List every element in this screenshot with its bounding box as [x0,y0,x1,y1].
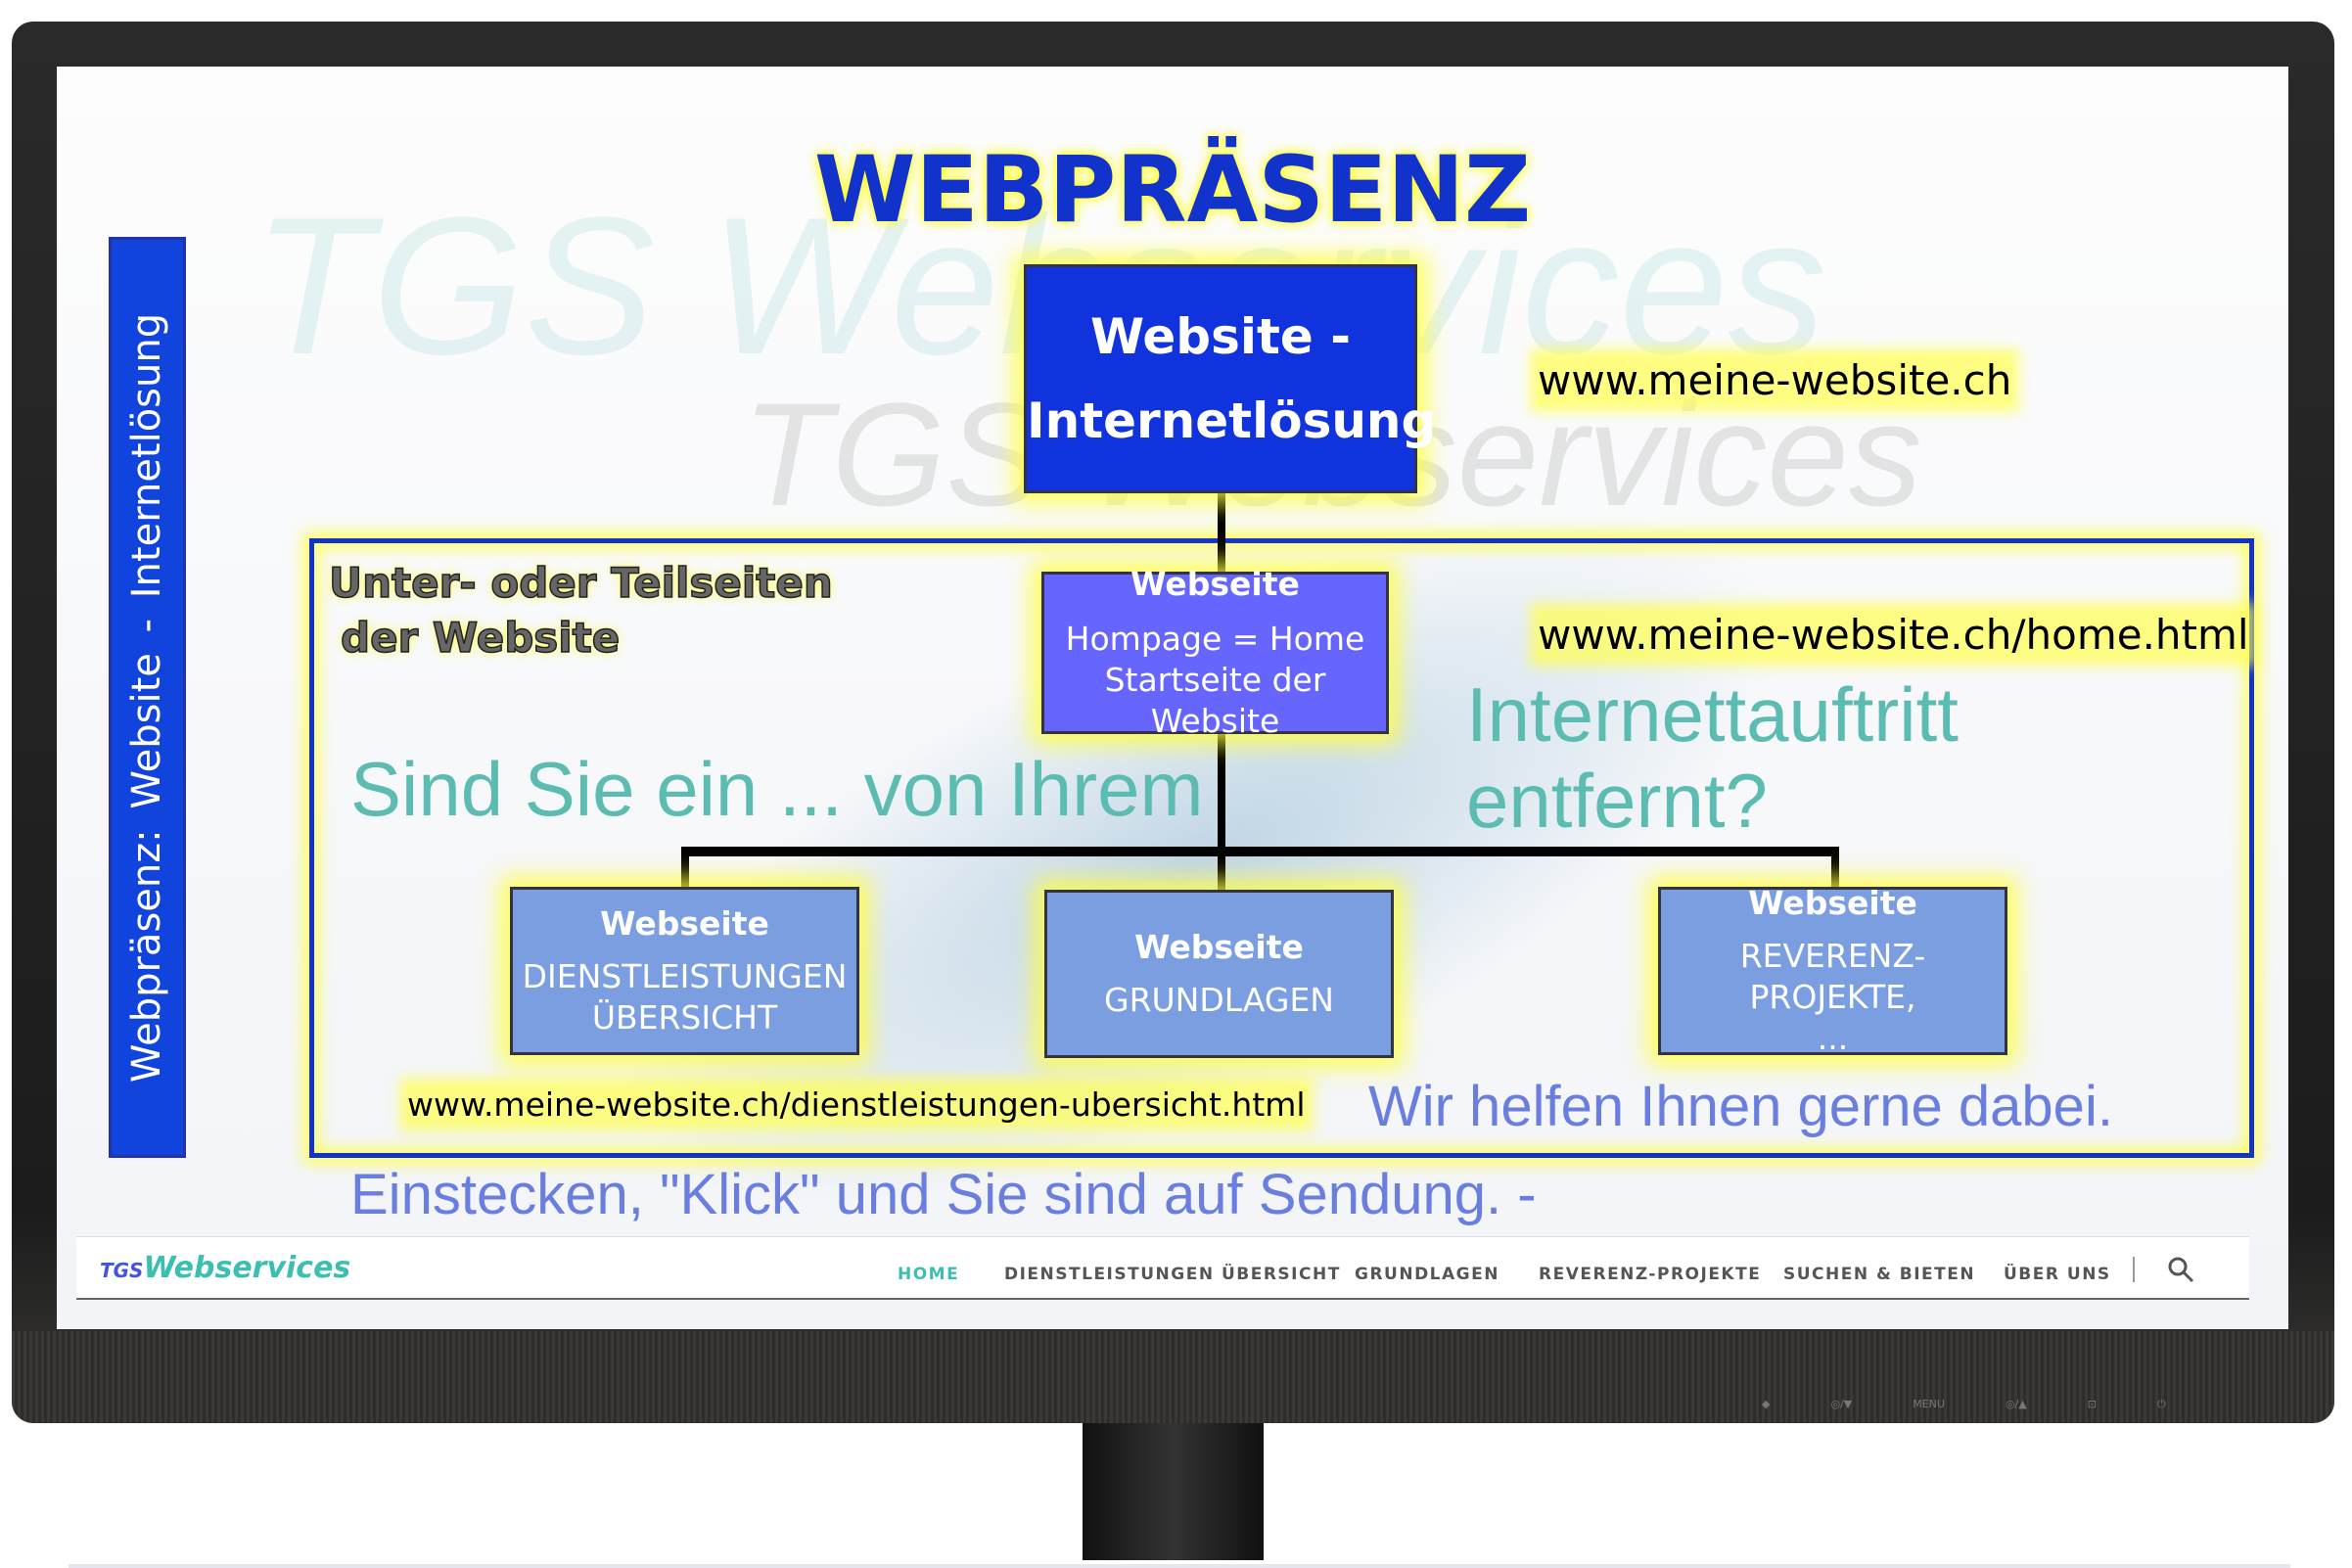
box-text: ÜBERSICHT [591,998,778,1037]
box-title: Webseite [1130,565,1300,603]
home-page-box[interactable]: Webseite Hompage = Home Startseite der W… [1041,565,1389,740]
monitor-button[interactable]: ◎/▼ [1830,1398,1853,1410]
url-label: www.meine-website.ch/dienstleistungen-ub… [407,1085,1306,1124]
website-box[interactable]: Website - Internetlösung [1024,264,1437,493]
monitor-button[interactable]: ◎/▲ [2005,1398,2027,1410]
box-text: DIENSTLEISTUNGEN [522,957,848,995]
site-logo[interactable]: TGSWebservices [100,1251,350,1285]
background-text: Sind Sie ein ... von Ihrem [350,746,1204,832]
screen: TGS Webservices TGS Webservices WEBPRÄSE… [57,67,2288,1329]
subpage-box-grundlagen[interactable]: Webseite GRUNDLAGEN [1044,890,1394,1058]
box-title: Webseite [1134,928,1304,966]
monitor-button[interactable]: ◆ [1762,1398,1771,1410]
background-text: Wir helfen Ihnen gerne dabei. [1368,1075,2113,1138]
frame-label-line: der Website [340,613,621,663]
box-text: ... [1817,1019,1849,1057]
background-text: Einstecken, "Klick" und Sie sind auf Sen… [350,1163,1537,1226]
vertical-label: Webpräsenz: Website - Internetlösung [109,237,186,1158]
nav-suchen[interactable]: SUCHEN & BIETEN [1783,1265,1976,1284]
nav-ueber-uns[interactable]: ÜBER UNS [2004,1265,2111,1284]
monitor-stand [1083,1423,1264,1560]
logo-text: Webservices [143,1251,351,1285]
box-text: REVERENZ-PROJEKTE, [1739,937,1926,1016]
monitor-chin [12,1331,2334,1423]
nav-grundlagen[interactable]: GRUNDLAGEN [1355,1265,1499,1284]
nav-home[interactable]: HOME [898,1265,960,1284]
box-text: Internetlösung [1027,392,1437,449]
power-icon[interactable]: ⏻ [2156,1398,2166,1410]
nav-dienstleistungen[interactable]: DIENSTLEISTUNGEN ÜBERSICHT [1004,1265,1341,1284]
search-icon[interactable] [2166,1255,2195,1284]
logo-small: TGS [100,1259,144,1282]
connector-line [681,847,1839,856]
monitor-buttons: ◆ ◎/▼ MENU ◎/▲ ⊡ ⏻ [1762,1398,2166,1411]
connector-line [681,847,689,888]
background-text: Internettauftritt entfernt? [1466,671,1959,844]
page-title: WEBPRÄSENZ [813,137,1532,244]
url-label: www.meine-website.ch [1538,356,2012,404]
url-label: www.meine-website.ch/home.html [1538,611,2249,659]
vertical-label-text: Webpräsenz: Website - Internetlösung [124,312,170,1083]
subpage-box-dienstleistungen[interactable]: Webseite DIENSTLEISTUNGEN ÜBERSICHT [510,887,859,1055]
box-text: Hompage = Home [1065,620,1365,658]
box-title: Webseite [1748,884,1917,922]
subpage-box-reverenz[interactable]: Webseite REVERENZ-PROJEKTE, ... [1658,884,2007,1057]
box-text: GRUNDLAGEN [1104,981,1334,1019]
subpages-frame [309,538,2254,1158]
nav-reverenz[interactable]: REVERENZ-PROJEKTE [1539,1265,1762,1284]
monitor-base [69,1564,2290,1568]
box-text: Website - [1090,308,1351,365]
box-text: Startseite der Website [1104,661,1326,740]
site-navbar: TGSWebservices HOME DIENSTLEISTUNGEN ÜBE… [76,1236,2249,1300]
connector-line [1831,847,1839,888]
box-title: Webseite [600,904,769,943]
frame-label-line: Unter- oder Teilseiten [328,558,833,608]
monitor-button[interactable]: ⊡ [2087,1398,2097,1410]
monitor-button[interactable]: MENU [1913,1398,1945,1410]
nav-divider [2133,1257,2135,1282]
frame-label: Unter- oder Teilseiten der Website [328,556,833,666]
